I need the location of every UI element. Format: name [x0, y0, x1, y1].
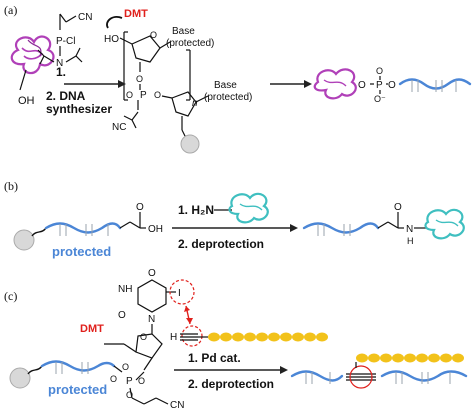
- arrow-b-head: [290, 224, 298, 232]
- base-label-2: Base: [214, 80, 237, 91]
- panel-a-label: (a): [4, 3, 17, 17]
- arrow-a1-head: [118, 80, 126, 88]
- o-p-top: O: [136, 74, 143, 84]
- protected-label-1: (protected): [166, 38, 214, 49]
- o-bottom-c: O: [126, 390, 133, 400]
- alkyne-highlight: [181, 325, 203, 347]
- phosphate-o1: O: [358, 80, 366, 91]
- phosphate-p: P: [376, 80, 383, 91]
- p-cl-label: P-Cl: [56, 36, 75, 47]
- dna-strand-b: [31, 222, 122, 237]
- solid-support-bead-b: [13, 229, 35, 251]
- deprotection-label-c: 2. deprotection: [188, 377, 274, 391]
- cn-top-label: CN: [78, 12, 92, 23]
- o-label-b: O: [136, 202, 144, 213]
- base-label-1: Base: [172, 26, 195, 37]
- n-label-a: N: [56, 58, 63, 69]
- step2-label: 2. DNA: [46, 89, 86, 103]
- n-label-c: N: [148, 314, 155, 325]
- phosphoramidite-structure: CN P-Cl N: [37, 12, 92, 69]
- deprotection-label-b: 2. deprotection: [178, 237, 264, 251]
- phosphate-o2: O: [388, 80, 396, 91]
- peptide-chain-product-icon: [356, 353, 464, 363]
- arrow-a2-head: [304, 80, 312, 88]
- iodouridine-structure: O NH O N I O DMT: [80, 268, 181, 371]
- protected-label-b: protected: [52, 244, 111, 259]
- coupling-arrow-head1: [184, 306, 190, 312]
- pd-label-c: 1. Pd cat.: [188, 351, 241, 365]
- step2b-label: synthesizer: [46, 102, 112, 116]
- o-right-a: O: [154, 90, 161, 100]
- iodine-highlight: [169, 279, 195, 305]
- o2-label-c: O: [118, 310, 126, 321]
- dmt-sugar-structure: DMT HO O Base (protected) n: [104, 8, 214, 109]
- h2n-label: 1. H₂N: [178, 203, 214, 217]
- oh-label-a: OH: [18, 95, 35, 107]
- o-right-c: O: [138, 376, 145, 386]
- nc-label: NC: [112, 122, 126, 133]
- i-label-c: I: [178, 288, 181, 299]
- dna-strand-c-product: [290, 370, 468, 384]
- protected-label-c: protected: [48, 382, 107, 397]
- o-top-c: O: [148, 268, 156, 279]
- phosphate-backbone-a: O P O O Base (protected) NC: [112, 74, 252, 139]
- arrow-c-head: [280, 366, 288, 374]
- dna-strand-a: [398, 78, 472, 92]
- panel-b-label: (b): [4, 179, 18, 193]
- oh-label-b: OH: [148, 224, 163, 235]
- h-label-c: H: [170, 332, 177, 343]
- o-left-c: O: [110, 374, 117, 384]
- cn-label-c: CN: [170, 400, 184, 411]
- solid-support-bead-a: [180, 134, 200, 154]
- dna-strand-c: [27, 360, 116, 375]
- peptide-chain-icon: [208, 332, 328, 342]
- n-label-b: N: [406, 224, 413, 235]
- h-label-b: H: [407, 236, 414, 246]
- ho-label: HO: [104, 34, 119, 45]
- dna-strand-b-product: [302, 222, 380, 236]
- protein-cyan-reagent-icon: [228, 192, 269, 224]
- o-sugar1: O: [150, 30, 157, 40]
- o-top-p-c: O: [122, 362, 129, 372]
- panel-c-label: (c): [4, 289, 17, 303]
- o-label-b-prod: O: [394, 202, 402, 213]
- phosphate-o-top: O: [376, 66, 383, 76]
- protein-magenta-product-icon: [313, 68, 357, 100]
- phosphate-o-minus: O⁻: [374, 94, 386, 104]
- coupling-arrow-head2: [186, 318, 193, 324]
- protein-magenta-icon: [10, 35, 55, 75]
- oh-bond: [19, 69, 27, 91]
- solid-support-bead-c: [9, 367, 31, 389]
- p-label-c: P: [126, 376, 133, 387]
- protein-cyan-product-icon: [424, 208, 465, 240]
- o3-label-c: O: [140, 332, 147, 342]
- nh-label-c: NH: [118, 284, 132, 295]
- step1-label: 1.: [56, 65, 66, 79]
- protected-label-2: (protected): [204, 92, 252, 103]
- o-left-a: O: [126, 90, 133, 100]
- p-label-a: P: [140, 90, 147, 101]
- dmt-label-c: DMT: [80, 323, 104, 335]
- alkyne-product-highlight: [349, 365, 373, 389]
- dmt-label-a: DMT: [124, 8, 148, 20]
